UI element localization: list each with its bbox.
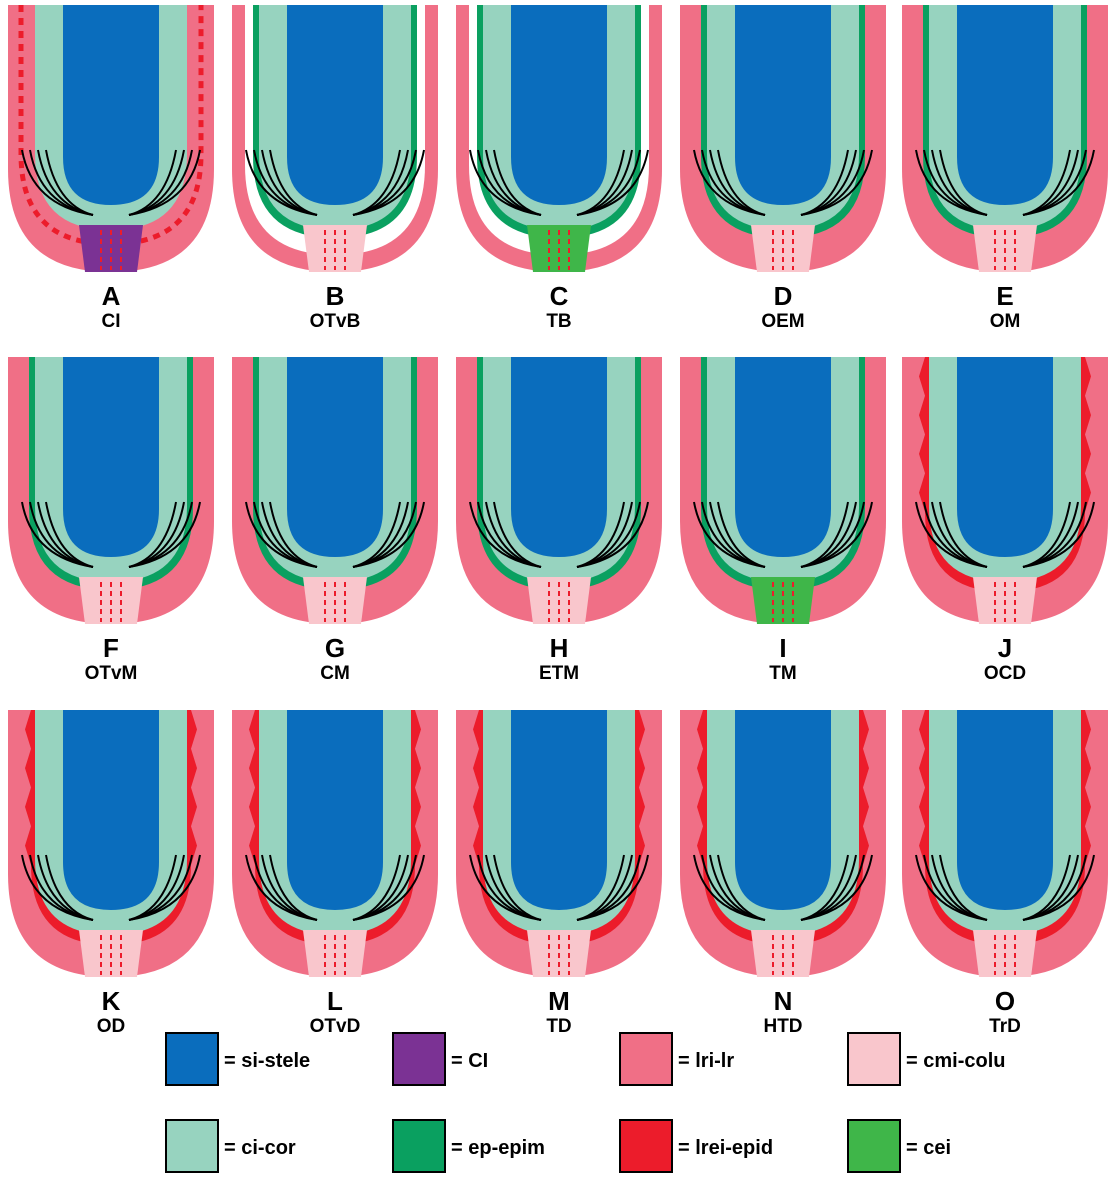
legend-item: = cei — [848, 1120, 951, 1172]
stele-region — [287, 357, 383, 557]
panel-letter: F — [103, 633, 119, 663]
root-panel: CTB — [456, 5, 662, 332]
legend-item: = ep-epim — [393, 1120, 545, 1172]
legend-label: = ep-epim — [451, 1137, 545, 1159]
panel-letter: C — [550, 281, 569, 311]
panel-letter: B — [326, 281, 345, 311]
stele-region — [957, 357, 1053, 557]
panel-abbreviation: OTvB — [310, 311, 361, 332]
legend-swatch — [393, 1120, 445, 1172]
root-panel: EOM — [902, 5, 1108, 332]
panel-abbreviation: OTvM — [85, 663, 138, 684]
legend-label: = CI — [451, 1050, 488, 1072]
legend-swatch — [166, 1120, 218, 1172]
root-panel: ACI — [8, 5, 214, 332]
legend-item: = CI — [393, 1033, 488, 1085]
legend-swatch — [620, 1033, 672, 1085]
panel-abbreviation: OTvD — [310, 1016, 361, 1037]
legend-label: = si-stele — [224, 1050, 310, 1072]
legend-label: = cmi-colu — [906, 1050, 1005, 1072]
stele-region — [735, 5, 831, 205]
stele-region — [957, 5, 1053, 205]
panel-letter: K — [102, 986, 121, 1016]
stele-region — [287, 5, 383, 205]
panel-letter: A — [102, 281, 121, 311]
legend-swatch — [848, 1120, 900, 1172]
panel-letter: H — [550, 633, 569, 663]
panel-letter: N — [774, 986, 793, 1016]
stele-region — [63, 5, 159, 205]
stele-region — [735, 710, 831, 910]
legend-swatch — [620, 1120, 672, 1172]
stele-region — [511, 357, 607, 557]
panel-abbreviation: OCD — [984, 663, 1026, 684]
panel-abbreviation: OM — [990, 311, 1021, 332]
stele-region — [63, 710, 159, 910]
legend-item: = lrei-epid — [620, 1120, 773, 1172]
root-panel: MTD — [456, 710, 662, 1037]
panel-abbreviation: HTD — [763, 1016, 802, 1037]
legend-swatch — [848, 1033, 900, 1085]
legend-item: = si-stele — [166, 1033, 310, 1085]
legend-label: = lri-lr — [678, 1050, 734, 1072]
panel-abbreviation: OD — [97, 1016, 126, 1037]
legend-item: = ci-cor — [166, 1120, 296, 1172]
legend-item: = lri-lr — [620, 1033, 734, 1085]
panel-letter: M — [548, 986, 570, 1016]
root-panel: OTrD — [902, 710, 1108, 1037]
root-panel: GCM — [232, 357, 438, 684]
stele-region — [287, 710, 383, 910]
panel-letter: E — [996, 281, 1013, 311]
legend-label: = cei — [906, 1137, 951, 1159]
panel-abbreviation: TM — [769, 663, 796, 684]
panel-letter: I — [779, 633, 786, 663]
panel-abbreviation: TrD — [989, 1016, 1021, 1037]
stele-region — [511, 710, 607, 910]
legend-swatch — [166, 1033, 218, 1085]
panel-letter: L — [327, 986, 343, 1016]
panel-letter: O — [995, 986, 1015, 1016]
root-panel: KOD — [8, 710, 214, 1037]
panel-abbreviation: CI — [102, 311, 121, 332]
panel-letter: J — [998, 633, 1012, 663]
panel-letter: D — [774, 281, 793, 311]
legend-label: = ci-cor — [224, 1137, 296, 1159]
panel-abbreviation: TD — [546, 1016, 571, 1037]
panel-abbreviation: CM — [320, 663, 350, 684]
panel-abbreviation: TB — [546, 311, 571, 332]
legend-swatch — [393, 1033, 445, 1085]
panel-abbreviation: OEM — [761, 311, 804, 332]
stele-region — [735, 357, 831, 557]
stele-region — [957, 710, 1053, 910]
stele-region — [63, 357, 159, 557]
root-panel: ITM — [680, 357, 886, 684]
panel-letter: G — [325, 633, 345, 663]
panel-abbreviation: ETM — [539, 663, 579, 684]
legend-item: = cmi-colu — [848, 1033, 1005, 1085]
stele-region — [511, 5, 607, 205]
legend-label: = lrei-epid — [678, 1137, 773, 1159]
